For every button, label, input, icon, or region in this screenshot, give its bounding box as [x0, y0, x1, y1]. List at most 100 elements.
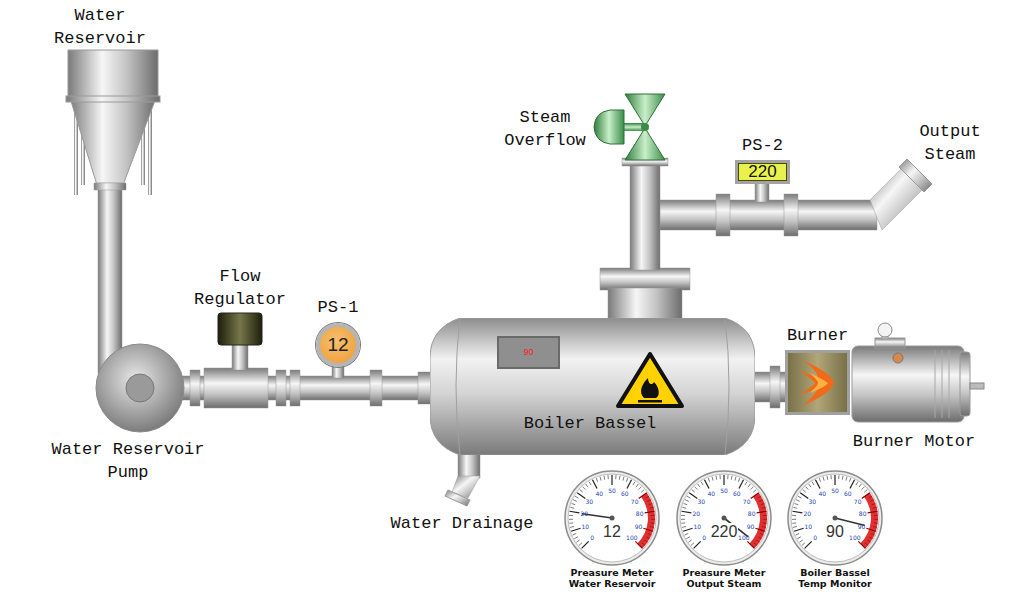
water-pump	[96, 344, 184, 432]
gauge-tick	[873, 526, 877, 528]
gauge-tick	[760, 533, 764, 535]
burner-motor	[878, 323, 892, 337]
gauge-tick	[694, 541, 701, 548]
gauge-tick	[874, 522, 878, 524]
gauge-tick	[745, 482, 747, 485]
gauge-hub	[722, 516, 727, 521]
water-reservoir	[66, 50, 160, 195]
gauge-hub	[610, 516, 615, 521]
scale-number: 70	[631, 498, 639, 505]
gauge-tick	[569, 519, 573, 520]
gauge-tick	[708, 478, 709, 482]
gauge-tick	[758, 496, 761, 498]
gauge-tick	[576, 540, 579, 542]
gauge-tick	[856, 482, 858, 485]
gauge-tick	[794, 528, 804, 531]
gauge-tick	[682, 526, 686, 528]
gauge-tick	[695, 487, 698, 490]
scale-number: 80	[748, 510, 756, 517]
gauge-face	[564, 470, 660, 566]
flow-regulator	[232, 342, 248, 370]
scale-number: 0	[702, 534, 706, 541]
flow-regulator	[204, 313, 268, 408]
burner-flame	[800, 361, 834, 405]
gauge-tick	[611, 475, 612, 485]
gauge-tick	[645, 511, 655, 513]
gauge-tick	[793, 511, 803, 513]
gauge-tick	[796, 533, 800, 535]
burner-motor	[942, 350, 943, 418]
gauge-tick	[688, 540, 691, 542]
gauge-tick	[758, 537, 762, 539]
gauge-tick	[792, 515, 796, 516]
gauge-tick	[651, 519, 655, 520]
gauge-tick	[651, 522, 655, 524]
gauge-tick	[802, 543, 805, 546]
gauge-bezel	[677, 471, 771, 565]
boiler-seam	[456, 318, 460, 455]
scale-number: 40	[707, 490, 715, 497]
gauge-tick	[826, 476, 828, 480]
sensor-tag: PS-2	[742, 136, 783, 156]
gauge-tick	[723, 475, 724, 485]
steam-pipe	[630, 158, 660, 270]
gauge-red-zone	[637, 493, 655, 549]
gauge-bezel	[788, 471, 882, 565]
gauge-tick	[862, 493, 870, 499]
dial-gauge: 12Preasure Meter Water Reservoir	[564, 470, 660, 566]
burner-flame	[810, 373, 828, 393]
steam-pipe	[600, 268, 690, 290]
flame-icon	[641, 378, 659, 398]
scale-number: 100	[738, 534, 749, 541]
water-pump	[126, 374, 154, 402]
equipment-label: Burner Motor	[844, 430, 984, 453]
gauge-tick	[798, 496, 801, 498]
burner-motor	[852, 346, 964, 422]
gauge-tick	[762, 526, 766, 528]
scale-number: 0	[590, 534, 594, 541]
gauge-tick	[803, 490, 806, 493]
gauge-tick	[607, 475, 608, 479]
scale-number: 40	[595, 490, 603, 497]
scale-number: 90	[635, 523, 643, 530]
gauge-tick	[685, 533, 689, 535]
gauge-tick	[579, 543, 582, 546]
gauge-tick	[639, 493, 647, 499]
gauge-tick	[792, 519, 796, 520]
scale-number: 10	[805, 523, 813, 530]
steam-pipe	[716, 194, 730, 236]
gauge-tick	[859, 484, 861, 487]
gauge-tick	[646, 537, 650, 539]
scale-number: 20	[693, 510, 701, 517]
gauge-tick	[580, 490, 583, 493]
gauge-dial	[791, 474, 879, 562]
equipment-label: Water Reservoir Pump	[46, 438, 211, 484]
steam-pipe	[645, 200, 877, 230]
gauge-tick	[589, 482, 591, 485]
gauge-tick	[761, 503, 765, 504]
overflow-valve	[594, 94, 665, 160]
temp-readout: 90	[523, 347, 533, 358]
scale-number: 30	[586, 498, 594, 505]
equipment-label: Water Drainage	[382, 512, 542, 535]
gauge-tick	[682, 511, 692, 513]
scale-number: 50	[720, 487, 728, 494]
gauge-tick	[738, 478, 739, 482]
boiler-seam	[725, 318, 729, 455]
gauge-tick	[600, 477, 601, 481]
gauge-hub	[833, 516, 838, 521]
gauge-tick	[762, 507, 766, 509]
scale-number: 100	[849, 534, 860, 541]
gauge-tick	[819, 478, 820, 482]
feed-pipe	[370, 370, 382, 406]
gauge-tick	[577, 493, 585, 499]
gauge-tick	[682, 507, 686, 509]
gauge-tick	[639, 487, 642, 490]
gauge-tick	[603, 476, 605, 480]
gauge-tick	[800, 493, 808, 499]
gauge-tick	[727, 475, 728, 479]
gauge-tick	[815, 480, 820, 489]
flow-regulator	[204, 368, 268, 408]
gauge-tick	[649, 503, 653, 504]
